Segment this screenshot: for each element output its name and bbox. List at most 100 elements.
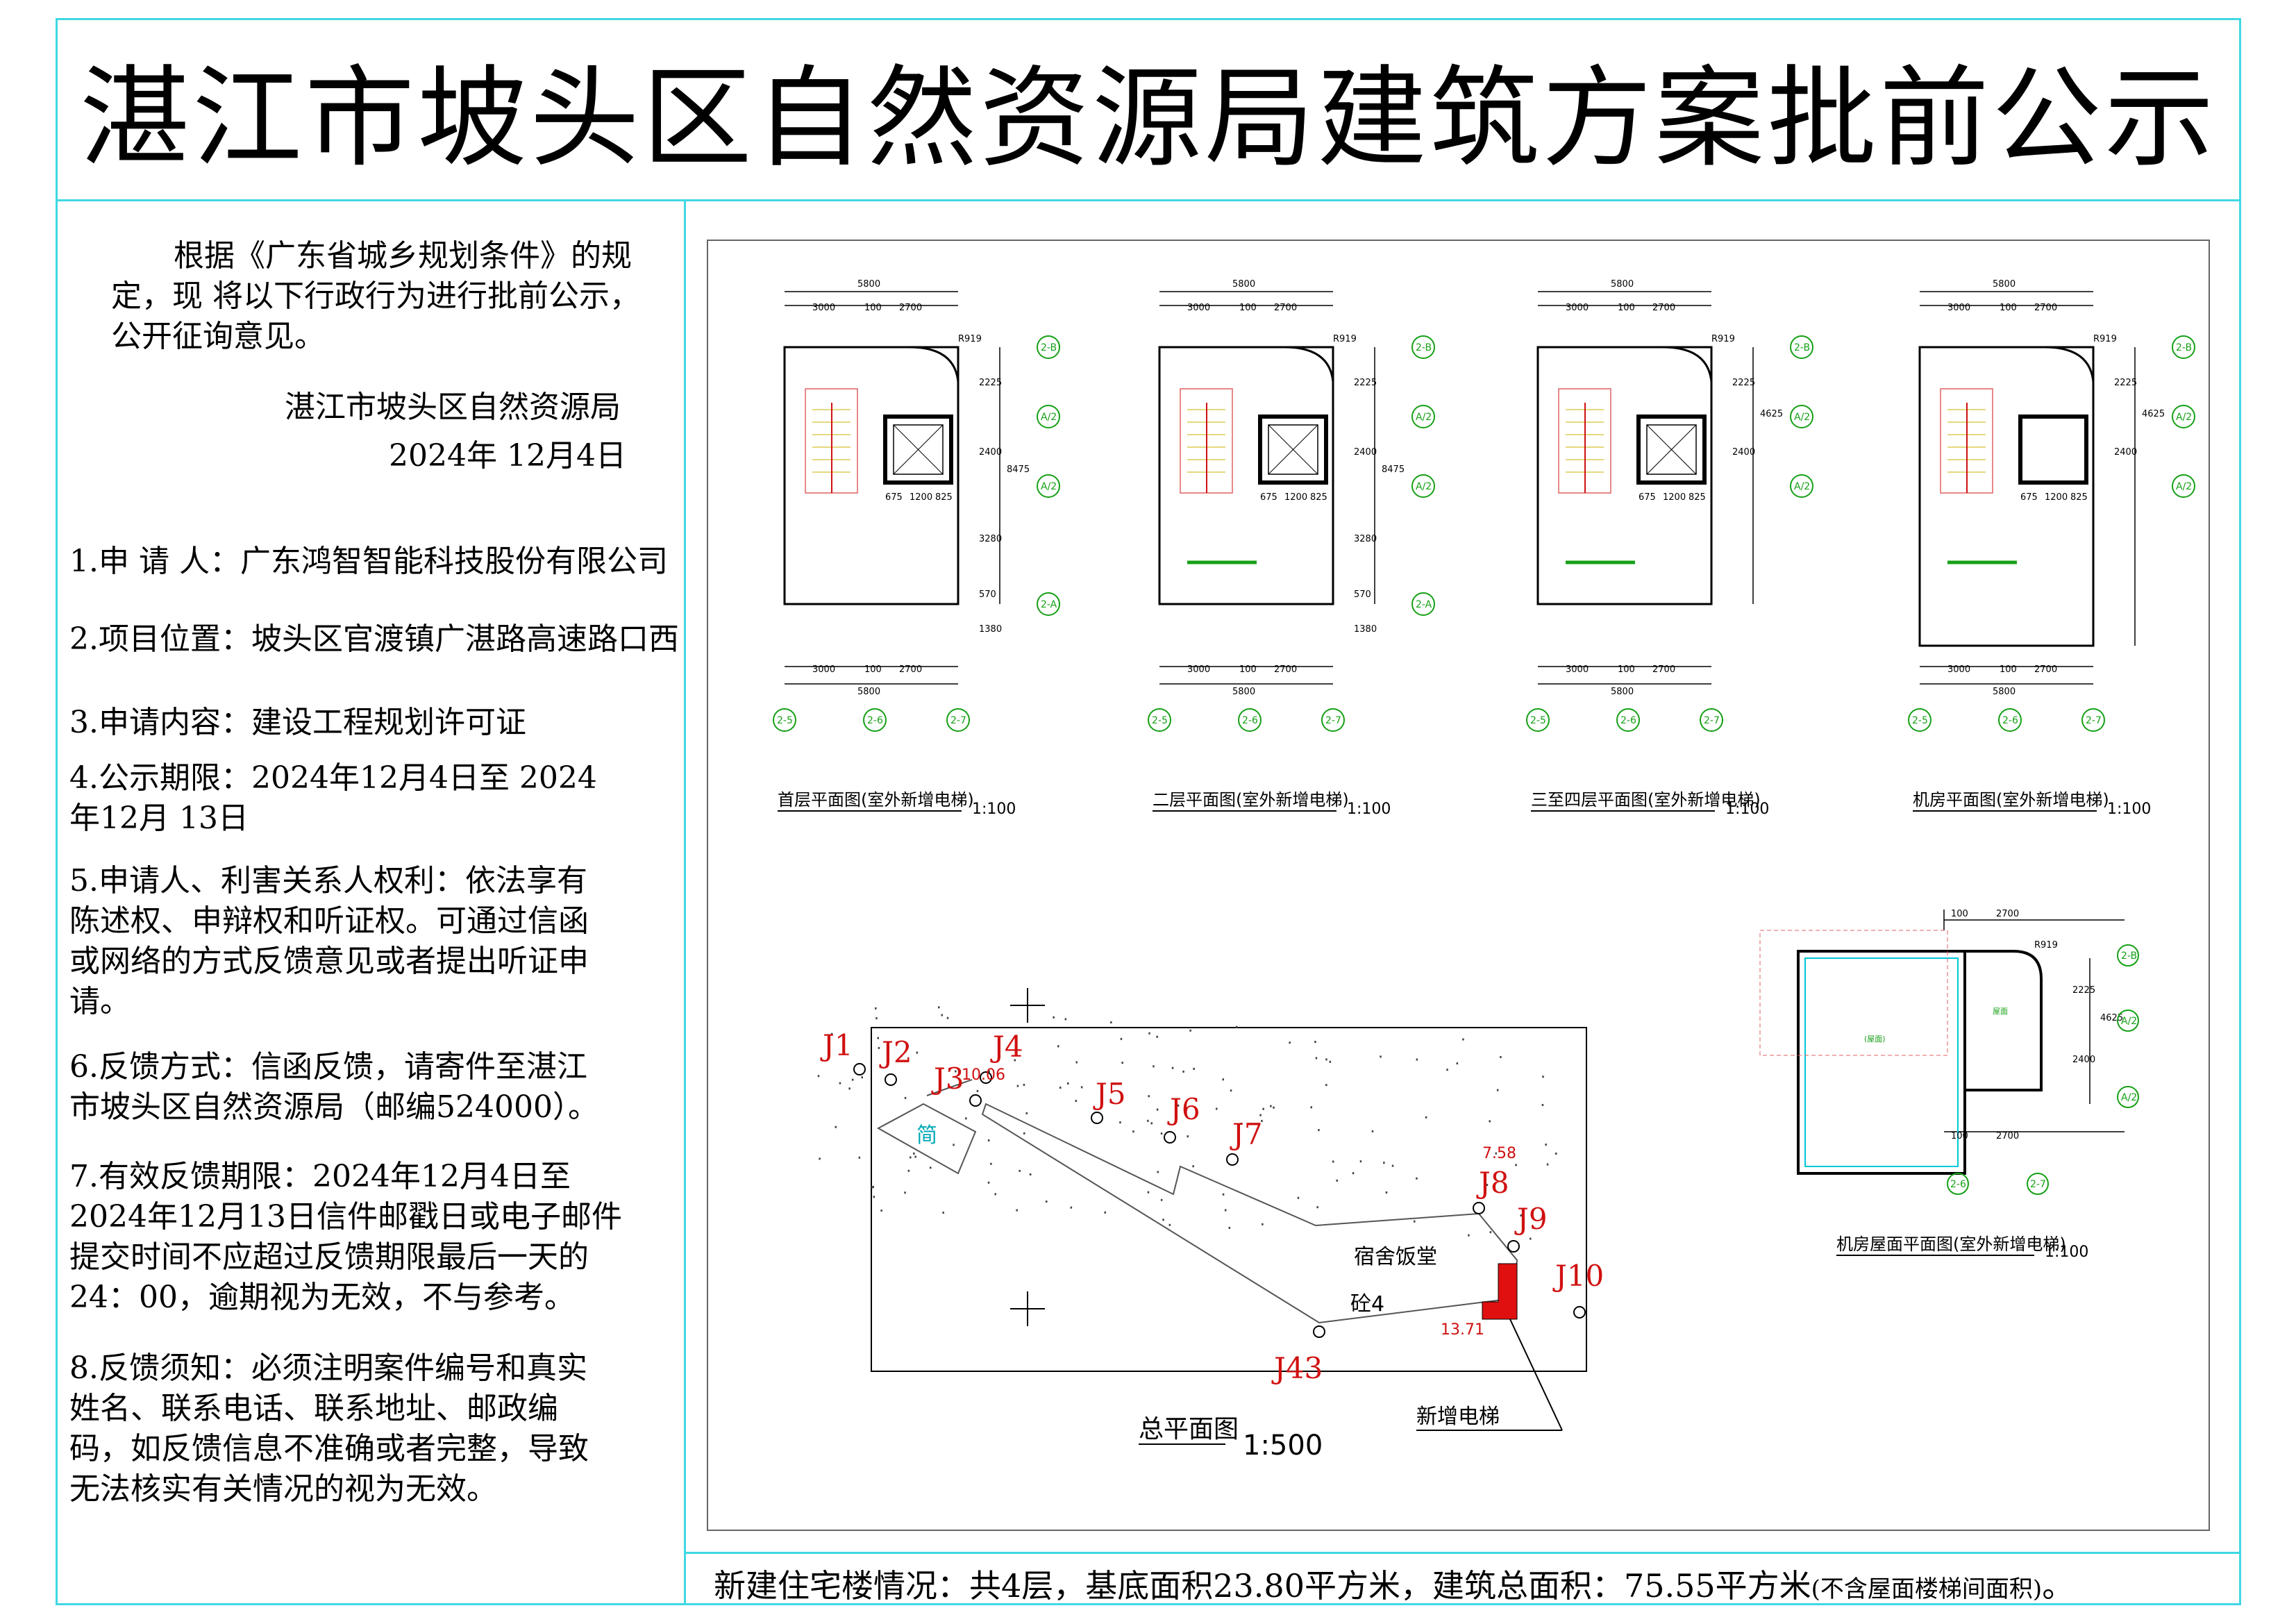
survey-dot [1262,1223,1264,1225]
survey-dot [1314,1041,1316,1044]
new-elevator-label: 新增电梯 [1416,1405,1500,1429]
dim-w2: 1200 [2045,492,2068,503]
survey-point-label: J7 [1230,1117,1263,1151]
survey-dot [1325,1058,1327,1061]
dim-radius: R919 [1711,334,1735,344]
dim-v4: 3280 [1354,534,1377,544]
dim-total: 5800 [1232,279,1255,290]
axis-label: 2-7 [1325,715,1341,726]
survey-dot [1500,1056,1502,1058]
dim-v4: 3280 [979,534,1002,544]
survey-dot [1228,1227,1231,1229]
survey-dot [1270,1105,1272,1107]
survey-dot [1414,1220,1416,1223]
axis-bubble [1321,708,1345,732]
survey-dot [1059,1087,1062,1089]
item-line: 市坡头区自然资源局（邮编524000）。 [69,1089,598,1125]
survey-dot [1192,1165,1194,1168]
survey-dot [907,1169,910,1172]
survey-dot [941,1014,943,1016]
dim-c: 2700 [899,303,922,313]
survey-dot [987,1181,990,1184]
site-small-label: 简 [916,1123,937,1148]
summary-main: 新建住宅楼情况：共4层，基底面积23.80平方米，建筑总面积：75.55平方米 [714,1567,1811,1605]
survey-dot [1177,1104,1180,1107]
survey-point-marker [885,1073,897,1086]
survey-dot [1261,1120,1263,1122]
survey-dot [1325,1084,1327,1087]
survey-dot [1080,1086,1083,1089]
survey-dot [1153,1065,1155,1068]
survey-point-label: J4 [990,1030,1023,1064]
survey-dot [1171,1066,1174,1069]
survey-dot [1057,1045,1059,1048]
axis-label: 2-5 [1152,715,1168,726]
building-label: 宿舍饭堂 [1354,1245,1437,1269]
dim-v1: 2225 [979,378,1002,388]
dim-total: 5800 [1611,687,1634,697]
survey-dot [1110,1021,1112,1023]
dim-b: 100 [1618,303,1635,313]
axis-label: A/2 [1416,481,1432,492]
survey-point-marker [1473,1202,1485,1214]
elevator-car [1646,424,1697,475]
survey-dot [1023,1084,1025,1086]
dim-a: 3000 [812,303,835,313]
svg-text:屋面: 屋面 [1993,1007,2008,1016]
survey-dot [1147,1191,1150,1194]
survey-dot [1385,1191,1388,1194]
axis-bubble [1411,405,1435,428]
survey-dot [1391,1164,1394,1167]
axis-label: A/2 [1041,481,1057,492]
survey-dot [1121,1062,1123,1064]
survey-dot [938,1006,940,1009]
item-line: 提交时间不应超过反馈期限最后一天的 [69,1239,589,1275]
notice-column [56,201,686,1605]
survey-dot [1336,1179,1338,1182]
survey-dot [1318,1129,1320,1132]
site-plan-scale: 1:500 [1243,1430,1323,1462]
dim-v1: 2225 [1354,378,1377,388]
summary-end: 。 [2042,1567,2075,1605]
survey-point-label: J6 [1167,1092,1200,1126]
survey-dot [930,1166,932,1169]
item-line: 无法核实有关情况的视为无效。 [69,1471,497,1507]
roof-dim-v1: 2225 [2072,985,2095,996]
drawing-frame [707,240,2210,1531]
dim-total: 5800 [1993,279,2016,290]
dim-c: 2700 [1274,303,1297,313]
survey-dot [1446,1069,1448,1071]
survey-point-label: J8 [1476,1166,1509,1200]
dim-b: 100 [1618,664,1635,675]
axis-label: A/2 [1794,481,1810,492]
survey-dot [1545,1144,1547,1146]
plan-caption: 二层平面图(室外新增电梯) [1153,790,1349,810]
dim-v5: 570 [979,589,996,600]
survey-dot [871,1186,873,1189]
axis-label: 2-6 [867,715,883,726]
dim-v1: 2225 [2114,378,2137,388]
dim-w1: 675 [2020,492,2038,503]
survey-dot [1187,1135,1189,1138]
item-line: 请。 [69,984,131,1019]
dim-b: 100 [864,664,882,675]
dim-c: 2700 [2034,303,2057,313]
survey-point-marker [1091,1112,1103,1124]
survey-dot [1216,1107,1218,1110]
axis-label: 2-6 [1620,715,1636,726]
survey-dot [1147,1119,1149,1122]
roof-plan: (屋面) 屋面 100 2700 R919 100 2700 2225 4625… [1759,909,2139,1261]
axis-label: 2-6 [2002,715,2018,726]
notice-date: 2024年 12月4日 [389,438,626,474]
survey-dot [1075,1061,1078,1064]
roof-dim-v2: 2400 [2072,1055,2095,1065]
axis-bubble [1411,335,1435,359]
dim-v3: 8475 [1382,464,1405,475]
survey-dot [1046,1200,1048,1203]
dim-v2: 2400 [979,447,1002,458]
survey-point-marker [1226,1153,1239,1166]
survey-dot [1371,1130,1374,1132]
survey-dot [1222,1193,1225,1196]
